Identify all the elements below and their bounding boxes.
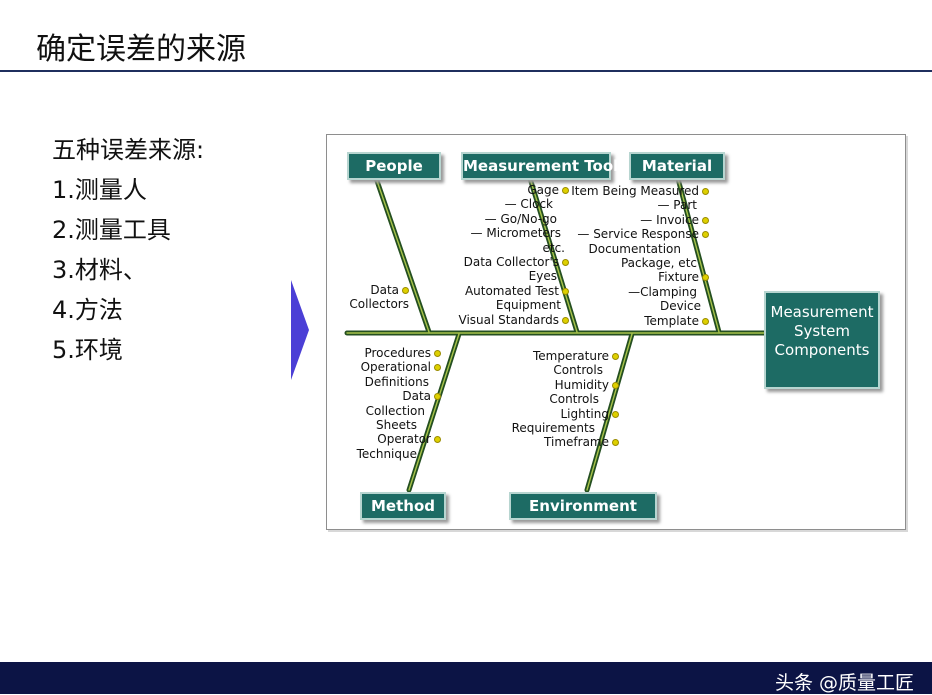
bullet-icon [612, 439, 619, 447]
label-text: — Part [657, 198, 697, 213]
error-sources-list: 五种误差来源: 1.测量人 2.测量工具 3.材料、 4.方法 5.环境 [52, 130, 204, 370]
bullet-icon [612, 353, 619, 360]
people-labels: Data Collectors [349, 283, 409, 312]
label-text: Package, etc [620, 256, 697, 271]
bullet-icon [434, 436, 441, 444]
label-text: Operational [360, 360, 431, 375]
fishbone-diagram: People Measurement Tool Material Method … [326, 134, 906, 530]
label-text: Item Being Measured [571, 184, 699, 198]
bullet-icon [612, 410, 619, 418]
label-text: Timeframe [544, 435, 609, 450]
label-text: Template [644, 313, 699, 328]
label-text: Fixture [658, 270, 699, 285]
bullet-icon [562, 187, 569, 194]
label-text: Humidity [554, 377, 609, 392]
bullet-icon [434, 393, 441, 401]
label-text: Definitions [364, 374, 429, 389]
bullet-icon [702, 188, 709, 195]
result-box-measurement-system: Measurement System Components [764, 291, 880, 389]
label-text: Requirements [511, 421, 595, 436]
list-item: 3.材料、 [52, 256, 147, 284]
label-text: etc. [542, 240, 566, 255]
bullet-icon [562, 287, 569, 295]
label-text: — Micrometers [470, 226, 561, 241]
pointer-arrow-icon [291, 280, 309, 380]
list-heading: 五种误差来源: [52, 136, 205, 164]
bullet-icon [702, 231, 709, 239]
result-line: System [794, 322, 850, 340]
bullet-icon [562, 259, 569, 267]
list-item: 5.环境 [52, 336, 123, 364]
label-text: Documentation [588, 241, 681, 256]
label-text: Data [370, 283, 399, 297]
list-item: 4.方法 [52, 296, 123, 324]
label-text: Collectors [349, 297, 409, 312]
label-text: Device [659, 299, 701, 314]
tool-labels: Gage — Clock — Go/No-go — Micrometers et… [459, 183, 569, 327]
title-divider [0, 70, 932, 72]
label-text: — Service Response [577, 227, 699, 242]
label-text: Lighting [560, 406, 609, 421]
label-text: Sheets [376, 418, 417, 433]
watermark-text: 头条 @质量工匠 [774, 672, 914, 694]
category-box-method: Method [360, 492, 446, 520]
method-labels: Procedures Operational Definitions Data … [357, 346, 441, 461]
label-text: — Clock [504, 197, 553, 212]
label-text: Automated Test [464, 283, 559, 298]
category-box-material: Material [629, 152, 725, 180]
material-labels: Item Being Measured — Part — Invoice — S… [571, 184, 709, 328]
list-item: 1.测量人 [52, 176, 147, 204]
label-text: — Go/No-go [484, 211, 557, 226]
list-item: 2.测量工具 [52, 216, 171, 244]
label-text: Equipment [495, 298, 561, 313]
label-text: Temperature [532, 349, 609, 363]
bullet-icon [702, 216, 709, 224]
bullet-icon [702, 274, 709, 282]
footer-bar: 头条 @质量工匠 [0, 662, 932, 694]
label-text: Technique [356, 446, 417, 461]
result-line: Components [774, 341, 870, 359]
bullet-icon [434, 350, 441, 357]
label-text: Operator [377, 432, 431, 447]
bullet-icon [562, 316, 569, 324]
category-box-measurement-tool: Measurement Tool [461, 152, 618, 180]
fishbone-lines [344, 172, 770, 493]
label-text: Gage [527, 183, 559, 197]
label-text: Visual Standards [458, 312, 559, 327]
bullet-icon [702, 317, 709, 325]
result-line: Measurement [770, 303, 874, 321]
label-text: Collection [365, 403, 425, 418]
label-text: Eyes [528, 269, 557, 284]
label-text: Controls [553, 363, 603, 378]
bullet-icon [612, 381, 619, 389]
label-text: Controls [549, 392, 599, 407]
bullet-icon [402, 287, 409, 294]
category-box-people: People [347, 152, 441, 180]
label-text: — Invoice [640, 212, 699, 227]
bullet-icon [434, 364, 441, 372]
category-box-environment: Environment [509, 492, 657, 520]
label-text: Data Collector's [463, 255, 559, 270]
label-text: Data [402, 389, 431, 404]
page-title: 确定误差的来源 [36, 32, 246, 67]
label-text: —Clamping [628, 284, 697, 299]
label-text: Procedures [364, 346, 431, 360]
environment-labels: Temperature Controls Humidity Controls L… [512, 349, 619, 450]
